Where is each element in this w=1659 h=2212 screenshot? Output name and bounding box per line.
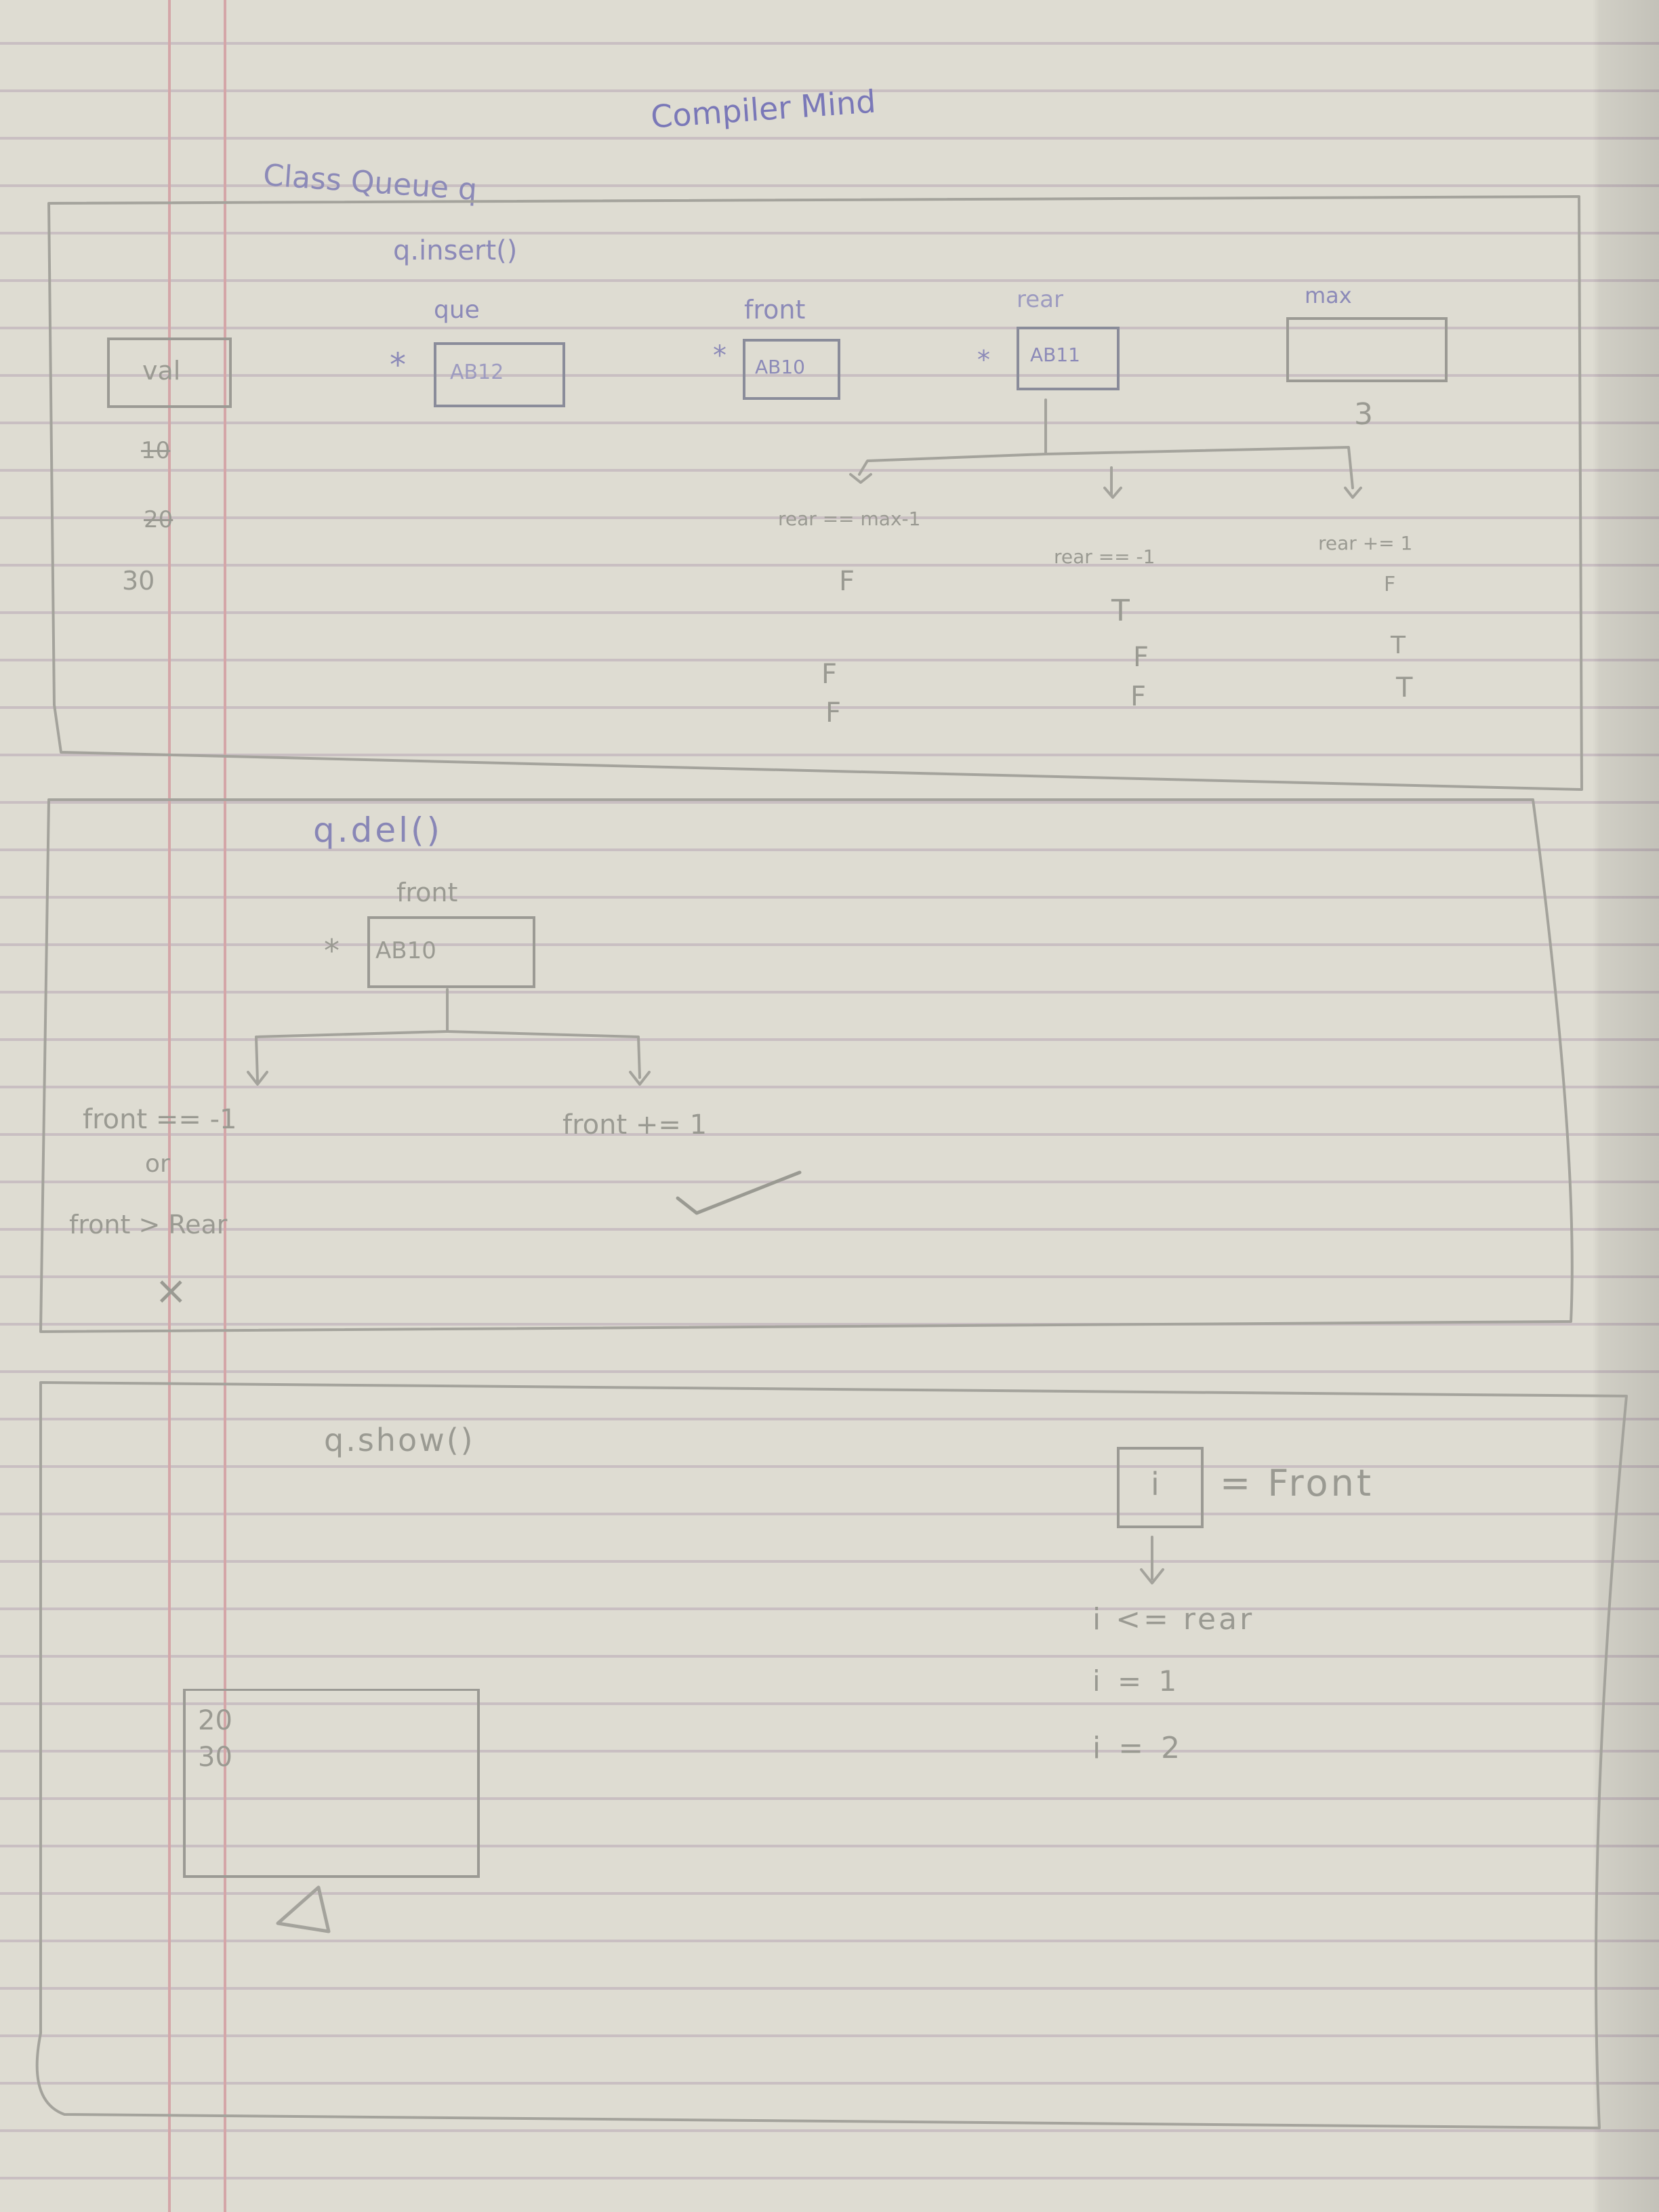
output-value: 20 (198, 1705, 232, 1736)
show-frame (35, 1381, 1628, 2129)
delete-cond-underflow: front > Rear (69, 1210, 228, 1240)
truth-value: F (1130, 681, 1147, 712)
loop-step: i = 1 (1092, 1664, 1181, 1698)
que-box-text: AB12 (450, 361, 504, 384)
i-box: i (1117, 1447, 1204, 1528)
margin-line (224, 0, 226, 2212)
loop-condition: i <= rear (1092, 1602, 1255, 1637)
delete-heading: q.del() (313, 811, 443, 850)
truth-value: T (1391, 632, 1406, 659)
front-pointer: * (713, 340, 726, 371)
rear-box: AB11 (1017, 327, 1120, 390)
condition-rear-empty: rear == -1 (1054, 546, 1155, 568)
truth-value: F (1384, 573, 1396, 596)
loop-step: i = 2 (1092, 1731, 1185, 1765)
margin-line (168, 0, 171, 2212)
front-label: front (744, 295, 806, 325)
que-box: AB12 (434, 342, 565, 407)
truth-value: F (839, 566, 855, 597)
i-box-text: i (1151, 1466, 1160, 1502)
value-item: 30 (122, 566, 155, 596)
truth-value: F (821, 659, 838, 690)
que-pointer: * (390, 346, 406, 384)
delete-front-box: AB10 (367, 916, 535, 988)
value-item: 20 (144, 506, 173, 533)
rear-box-text: AB11 (1030, 344, 1080, 366)
val-box-text: val (142, 356, 181, 386)
delete-front-box-text: AB10 (375, 937, 436, 964)
front-box: AB10 (743, 339, 840, 400)
max-box (1286, 317, 1448, 382)
delete-cond-or: or (145, 1150, 170, 1178)
que-label: que (434, 296, 480, 324)
rear-label: rear (1017, 286, 1063, 313)
output-box: 20 30 (183, 1689, 480, 1878)
delete-cond-increment: front += 1 (562, 1109, 708, 1141)
delete-cond-empty: front == -1 (83, 1104, 237, 1135)
max-value: 3 (1354, 397, 1373, 432)
i-assign-front: = Front (1220, 1462, 1374, 1504)
truth-value: F (825, 697, 842, 729)
show-heading: q.show() (324, 1422, 475, 1458)
rear-pointer: * (977, 345, 990, 375)
output-value: 30 (198, 1742, 232, 1773)
front-box-text: AB10 (755, 356, 805, 378)
insert-heading: q.insert() (393, 235, 518, 266)
delete-frame (39, 798, 1574, 1333)
truth-value: T (1111, 594, 1130, 628)
delete-pointer: * (324, 933, 340, 969)
insert-frame (47, 195, 1583, 791)
condition-rear-increment: rear += 1 (1318, 532, 1413, 554)
max-label: max (1305, 283, 1352, 308)
truth-value: T (1396, 672, 1413, 703)
truth-value: F (1133, 642, 1149, 673)
condition-rear-max: rear == max-1 (778, 508, 921, 530)
val-box: val (107, 337, 232, 408)
delete-cross-mark: × (155, 1267, 188, 1313)
value-item: 10 (141, 437, 171, 464)
delete-front-label: front (396, 878, 458, 907)
